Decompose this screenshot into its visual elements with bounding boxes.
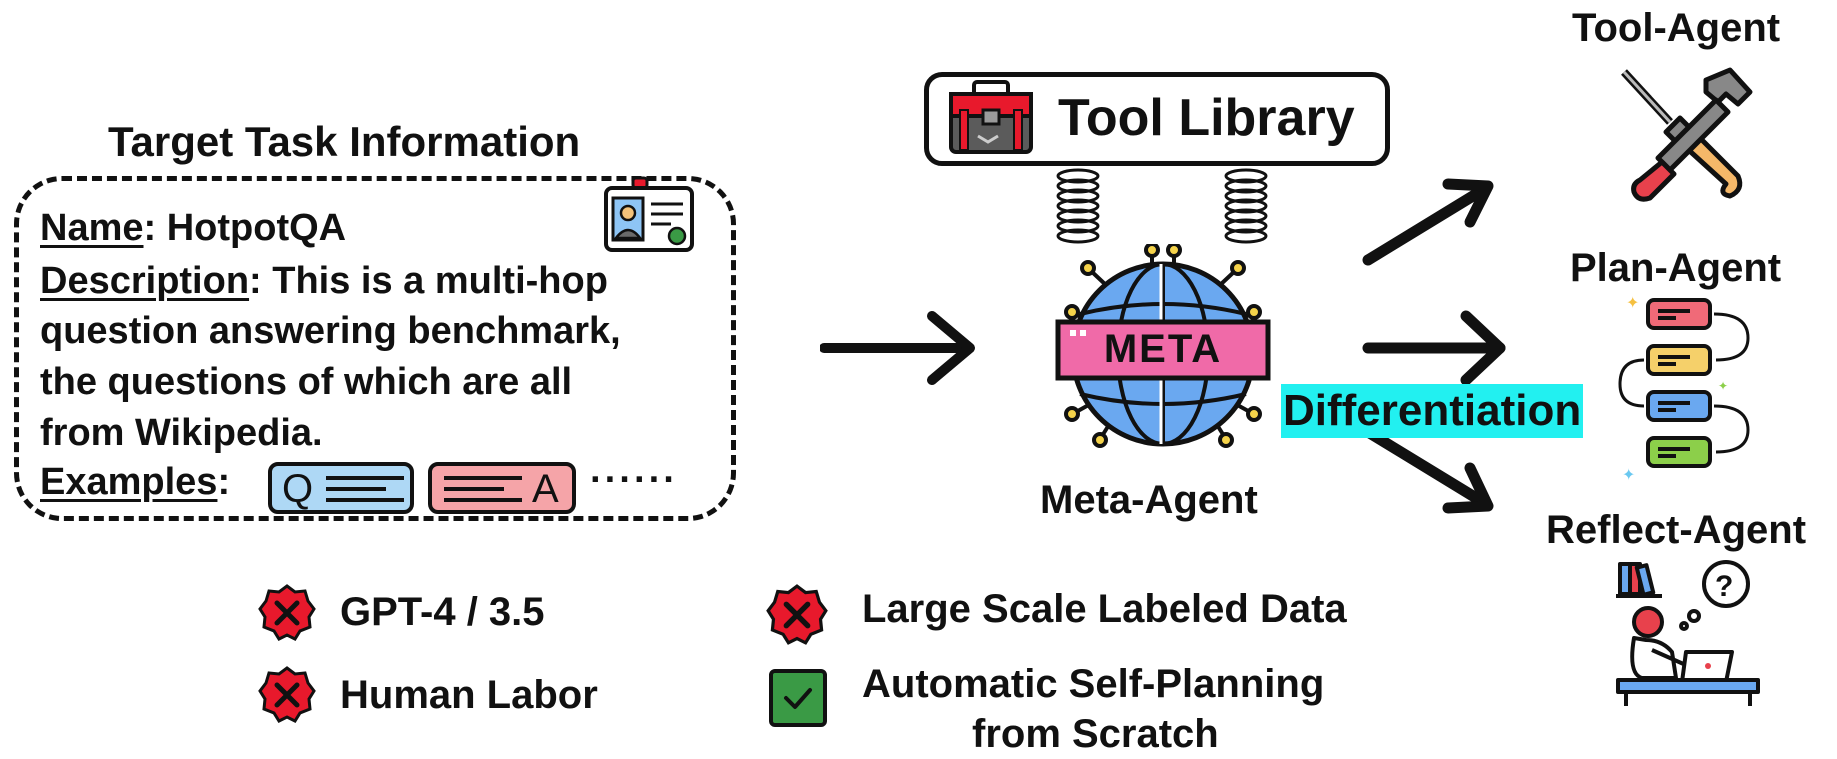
- svg-text:✦: ✦: [1626, 294, 1639, 312]
- examples-colon: :: [217, 461, 231, 503]
- description-line-1: Description: This is a multi-hop: [40, 256, 608, 306]
- name-value: : HotpotQA: [143, 207, 347, 249]
- svg-text:✦: ✦: [1622, 465, 1635, 484]
- examples-line: Examples:: [40, 457, 230, 507]
- svg-text:?: ?: [1715, 570, 1733, 603]
- meta-agent-label: Meta-Agent: [1040, 478, 1258, 522]
- requirement-self-planning-line-2: from Scratch: [972, 712, 1219, 756]
- arrow-task-to-meta: [820, 311, 975, 385]
- requirement-gpt: GPT-4 / 3.5: [340, 590, 545, 634]
- requirement-self-planning-line-1: Automatic Self-Planning: [862, 662, 1325, 706]
- reflect-agent-label: Reflect-Agent: [1546, 508, 1807, 552]
- target-task-box: [14, 176, 736, 521]
- globe-icon: [1055, 244, 1271, 448]
- name-line: Name: HotpotQA: [40, 203, 346, 253]
- example-q-letter: Q: [282, 467, 314, 511]
- check-box-icon: [769, 669, 827, 727]
- requirement-human-labor: Human Labor: [340, 673, 598, 717]
- requirement-labeled-data: Large Scale Labeled Data: [862, 587, 1347, 631]
- reflect-person-icon: ?: [1616, 560, 1760, 706]
- examples-ellipsis: ······: [590, 459, 678, 501]
- target-task-title: Target Task Information: [108, 118, 581, 165]
- tools-icon: [1621, 67, 1753, 202]
- description-text-2: question answering benchmark,: [40, 310, 621, 352]
- plan-agent-label: Plan-Agent: [1570, 246, 1782, 290]
- tool-agent-label: Tool-Agent: [1572, 6, 1781, 50]
- differentiation-label: Differentiation: [1281, 384, 1584, 438]
- name-label: Name: [40, 207, 144, 249]
- description-text-1: : This is a multi-hop: [249, 260, 608, 302]
- example-question-card: Q: [268, 462, 414, 514]
- cross-badge-icon: [766, 584, 828, 645]
- description-text-3: the questions of which are all: [40, 361, 573, 403]
- examples-label: Examples: [40, 461, 218, 503]
- tool-library-label: Tool Library: [1058, 89, 1355, 147]
- svg-text:✦: ✦: [1718, 379, 1728, 393]
- cross-badge-icon: [258, 666, 316, 723]
- toolbox-icon: [949, 80, 1033, 154]
- description-text-4: from Wikipedia.: [40, 412, 323, 454]
- spring-icon: [1056, 168, 1268, 244]
- id-card-icon: [604, 176, 694, 252]
- cross-badge-icon: [258, 584, 316, 641]
- meta-badge: META: [1103, 327, 1223, 371]
- example-a-letter: A: [532, 467, 559, 511]
- description-label: Description: [40, 260, 250, 302]
- example-answer-card: A: [428, 462, 576, 514]
- plan-flow-icon: ✦ ✦ ✦: [1618, 294, 1750, 484]
- differentiation-arrows: [1362, 178, 1506, 514]
